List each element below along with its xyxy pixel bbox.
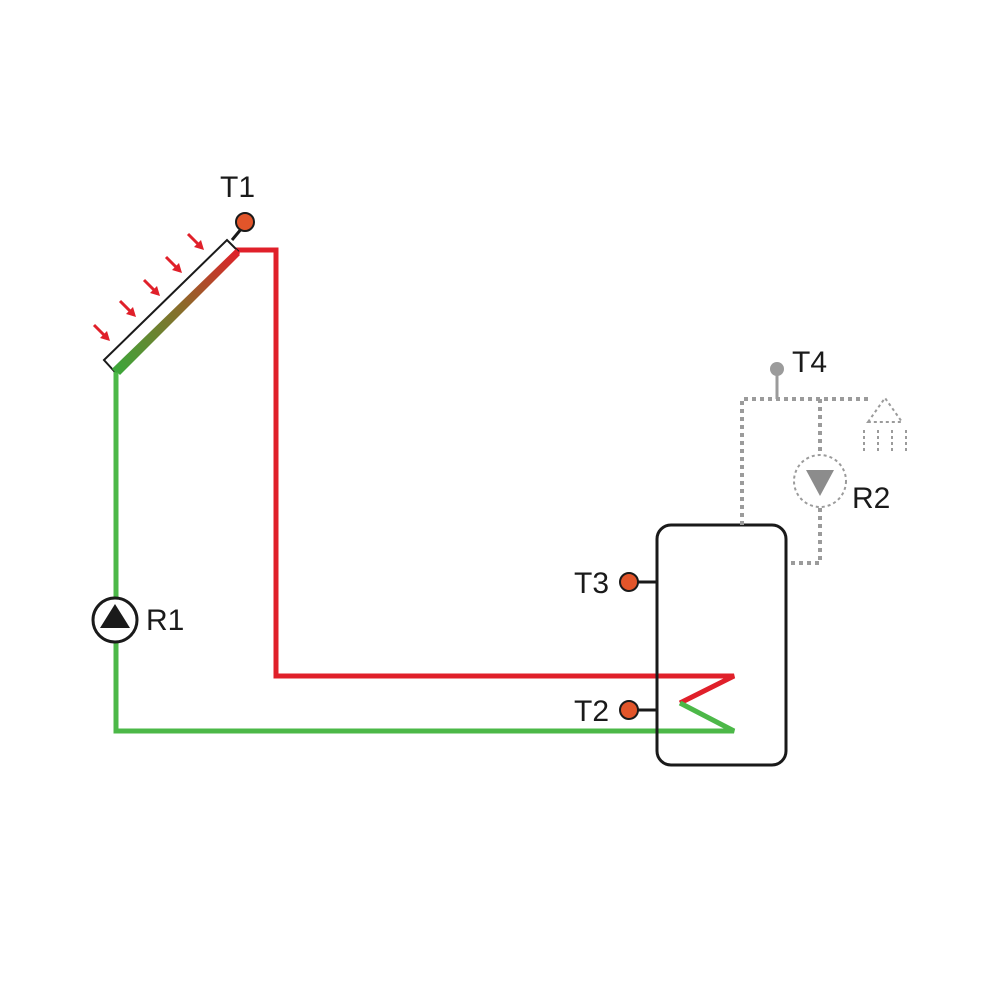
label-t3: T3 xyxy=(574,567,609,600)
sensor-t1 xyxy=(230,212,255,241)
sun-ray-arrow-icon xyxy=(186,232,204,250)
sun-ray-arrow-icon xyxy=(164,255,182,273)
sensor-t4 xyxy=(770,362,784,399)
hot-flow-pipe xyxy=(236,247,736,706)
shower-icon xyxy=(863,396,907,452)
label-r2: R2 xyxy=(852,482,890,515)
sun-ray-arrow-icon xyxy=(92,323,110,341)
label-t4: T4 xyxy=(792,346,827,379)
sun-ray-arrow-icon xyxy=(118,299,136,317)
pump-icon xyxy=(793,454,847,508)
label-r1: R1 xyxy=(146,604,184,637)
label-t1: T1 xyxy=(220,171,255,204)
cold-return-pipe xyxy=(113,366,736,734)
sensor-t3 xyxy=(619,572,657,592)
sensor-t2 xyxy=(619,700,657,720)
sun-ray-arrows xyxy=(92,232,204,341)
sun-ray-arrow-icon xyxy=(142,278,160,296)
label-t2: T2 xyxy=(574,695,609,728)
optional-hot-water-circuit xyxy=(740,397,868,565)
pump-icon xyxy=(91,596,139,644)
solar-collector-icon xyxy=(102,238,241,375)
storage-tank xyxy=(655,523,788,767)
